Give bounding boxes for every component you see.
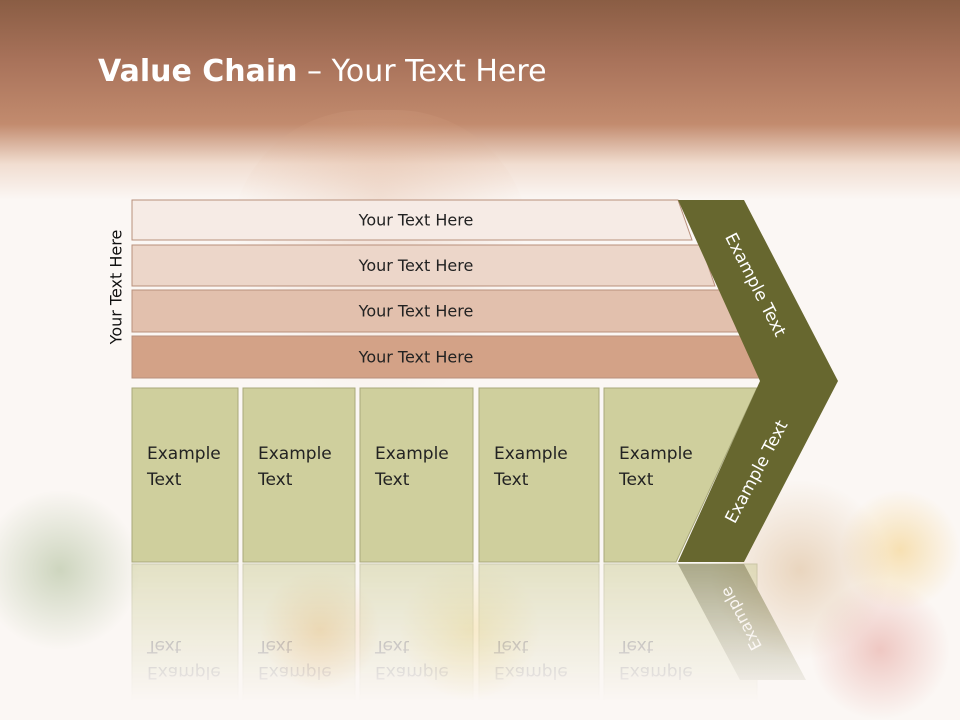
chevron-shape [678,200,838,562]
primary-box [359,387,474,563]
reflected-box-label-line2: Text [493,636,529,656]
title-bold: Value Chain [98,54,298,89]
primary-box-label-line1: Example [258,444,332,464]
reflected-box-label-line1: Example [258,662,332,682]
primary-box-label-line1: Example [147,444,221,464]
reflection-chevron [678,564,806,680]
primary-box-label-line2: Text [493,470,529,490]
header-band [0,0,960,200]
reflected-box-label-line1: Example [147,662,221,682]
primary-box-label-line1: Example [619,444,693,464]
support-bar [131,244,716,287]
reflected-primary-box: Example Text [242,563,356,720]
reflected-box-label-line1: Example [375,662,449,682]
primary-box [242,387,356,563]
reflected-box-shape [242,563,356,720]
support-bar [131,199,693,241]
primary-box-label-line1: Example [375,444,449,464]
support-bar-label: Your Text Here [358,302,474,321]
reflected-primary-box: Example Text [131,563,239,720]
primary-box-label-line2: Text [146,470,182,490]
primary-box-label-line2: Text [257,470,293,490]
title-rest: – Your Text Here [297,54,547,89]
reflected-box-shape [478,563,600,720]
reflected-box-label-line2: Text [146,636,182,656]
primary-box [478,387,600,563]
primary-box [603,387,758,563]
reflected-box-label-line2: Text [374,636,410,656]
reflected-box-label-line2: Text [618,636,654,656]
support-bar-label: Your Text Here [358,256,474,275]
reflected-box-label-line2: Text [257,636,293,656]
reflected-primary-box: Example Text [478,563,600,720]
primary-box [131,387,239,563]
value-chain-chevron: Example Text Example Text [678,200,838,562]
reflected-box-shape [359,563,474,720]
support-bar-label: Your Text Here [358,211,474,230]
primary-box-label-line1: Example [494,444,568,464]
reflection: ExampleTextExampleTextExampleTextExample… [131,563,806,720]
reflected-box-shape [131,563,239,720]
reflected-box-label-line1: Example [619,662,693,682]
reflected-primary-box: Example Text [359,563,474,720]
reflected-box-label-line1: Example [494,662,568,682]
support-bar-label: Your Text Here [358,348,474,367]
primary-box-label-line2: Text [618,470,654,490]
primary-box-label-line2: Text [374,470,410,490]
reflection-boxes: ExampleTextExampleTextExampleTextExample… [131,563,758,720]
slide-title: Value Chain – Your Text Here [98,54,547,89]
